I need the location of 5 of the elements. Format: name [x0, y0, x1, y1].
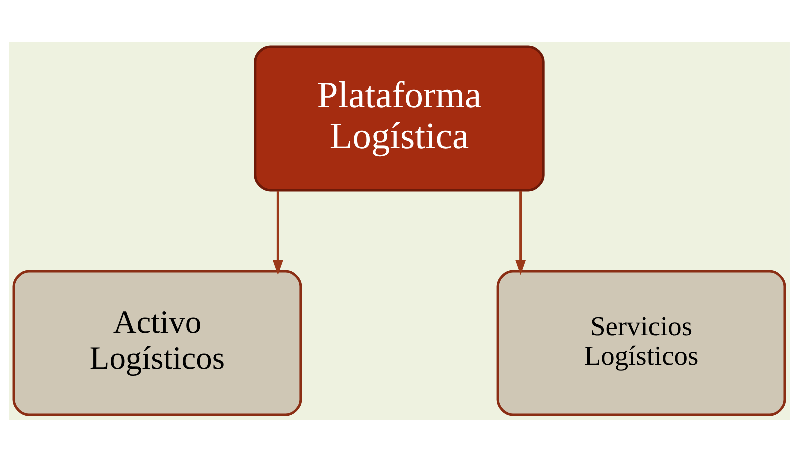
arrow: [272, 190, 283, 275]
node-box: Servicios Logísticos: [496, 270, 786, 416]
node-box: Plataforma Logística: [254, 45, 544, 192]
node-box: Activo Logísticos: [12, 270, 302, 416]
arrow: [515, 190, 526, 275]
